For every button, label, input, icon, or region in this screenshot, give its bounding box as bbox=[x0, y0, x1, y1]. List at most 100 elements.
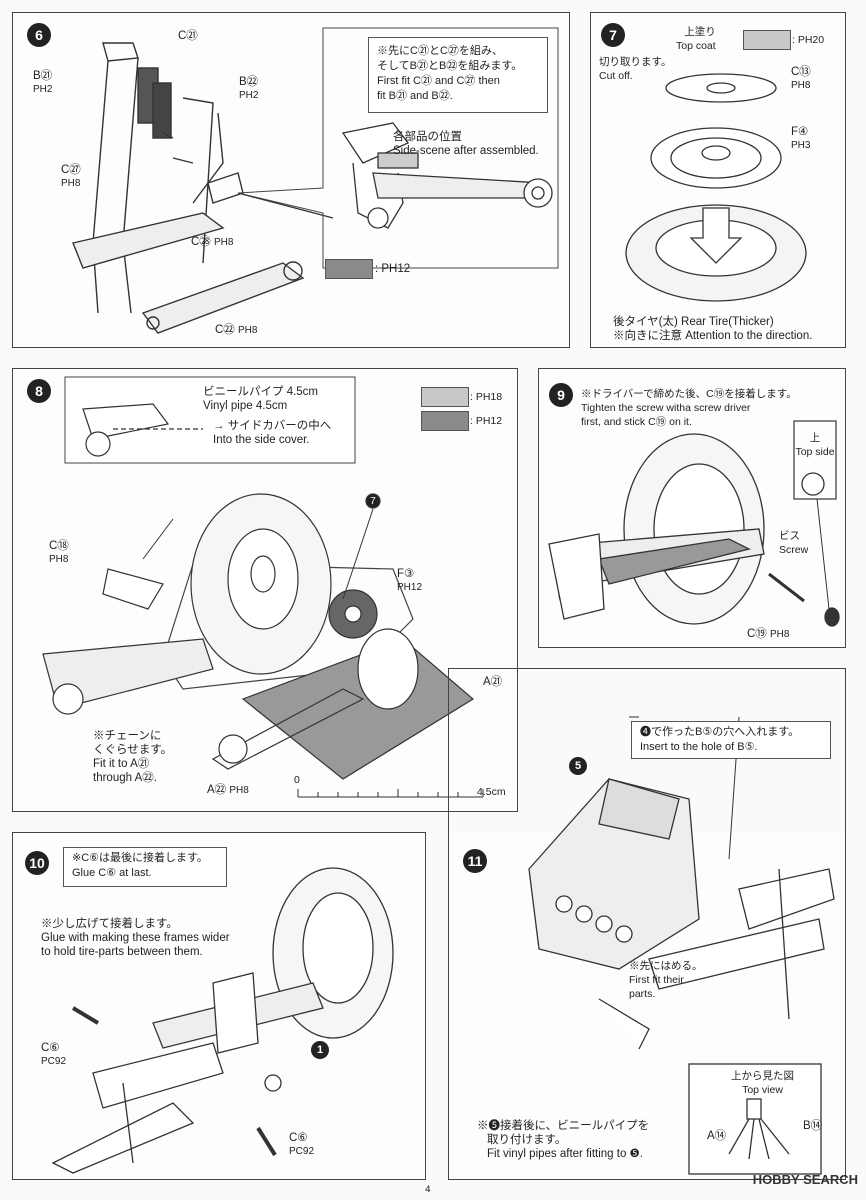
step-number: 6 bbox=[27, 23, 51, 47]
chain-note: ※チェーンに くぐらせます。 Fit it to A㉑ through A㉒. bbox=[93, 729, 172, 785]
caption-en: Side-scene after assembled. bbox=[393, 145, 539, 157]
step-number: 7 bbox=[601, 23, 625, 47]
note-line: ※C⑥は最後に接着します。 bbox=[72, 852, 208, 864]
part: C㉗ bbox=[61, 164, 81, 176]
chain-line: ※チェーンに bbox=[93, 730, 162, 742]
step-8-panel: 8 ビニールパイプ 4.5cm Viny bbox=[12, 368, 518, 812]
part: A㉒ bbox=[207, 784, 227, 796]
label-f3: F③ PH12 bbox=[397, 567, 422, 595]
step-number: 9 bbox=[549, 383, 573, 407]
color-swatch bbox=[325, 259, 373, 279]
chain-line: くぐらせます。 bbox=[93, 744, 173, 756]
part-ref: PH8 bbox=[229, 785, 249, 796]
caption-line: ※向きに注意 Attention to the direction. bbox=[613, 330, 813, 342]
rear-tire-caption: 後タイヤ(太) Rear Tire(Thicker) ※向きに注意 Attent… bbox=[613, 315, 812, 343]
step-9-panel: 9 ※ドライバーで締めた後、C⑲を接着します。 Tighten the scre… bbox=[538, 368, 846, 648]
step-7-panel: 7 上塗り Top coat : PH20 切り取ります。 Cut off. C… bbox=[590, 12, 846, 348]
label-b14: B⑭ bbox=[803, 1120, 823, 1132]
note-line: そしてB㉑とB㉒を組みます。 bbox=[377, 60, 523, 72]
part-ref: PH3 bbox=[791, 140, 811, 151]
step-10-panel: 10 ※C⑥は最後に接着します。 Glue C⑥ at last. ※少し広げて… bbox=[12, 832, 426, 1180]
part-ref: PH2 bbox=[33, 84, 53, 95]
note-line: Tighten the screw witha screw driver bbox=[581, 402, 751, 414]
chain-line: Fit it to A㉑ bbox=[93, 758, 150, 770]
topview-jp: 上から見た図 bbox=[731, 1070, 794, 1082]
part: C⑲ bbox=[747, 628, 767, 640]
top-view-label: 上から見た図 Top view bbox=[731, 1069, 794, 1097]
caption-jp: 各部品の位置 bbox=[393, 131, 462, 143]
side-en: Into the side cover. bbox=[213, 434, 310, 446]
step-number: 10 bbox=[25, 851, 49, 875]
screw-jp: ビス bbox=[779, 530, 800, 542]
label-c21: C㉑ bbox=[178, 30, 198, 42]
pipe-en: Vinyl pipe 4.5cm bbox=[203, 400, 288, 412]
vinyl-pipe-note: ※❺接着後に、ビニールパイプを 取り付けます。 Fit vinyl pipes … bbox=[477, 1119, 649, 1161]
part: B㉑ bbox=[33, 70, 53, 82]
ref-step-1: 1 bbox=[311, 1041, 329, 1059]
note-line: ※先にはめる。 bbox=[629, 960, 703, 972]
label-a14: A⑭ bbox=[707, 1130, 727, 1142]
note-line: 取り付けます。 bbox=[487, 1134, 567, 1146]
swatch-ref-1: : PH18 bbox=[470, 391, 503, 403]
cut-jp: 切り取ります。 bbox=[599, 56, 672, 68]
topview-en: Top view bbox=[742, 1084, 783, 1096]
ruler-start: 0 bbox=[294, 774, 300, 786]
step-9-drawing bbox=[548, 420, 840, 627]
topcoat-ref: : PH20 bbox=[792, 34, 825, 46]
note-line: fit B㉑ and B㉒. bbox=[377, 90, 453, 102]
part: C㉒ bbox=[215, 324, 235, 336]
step-10-note: ※C⑥は最後に接着します。 Glue C⑥ at last. bbox=[63, 847, 227, 887]
ref-step-7: 7 bbox=[370, 495, 376, 507]
part-ref: PH2 bbox=[239, 90, 259, 101]
note-line: ※少し広げて接着します。 bbox=[41, 918, 178, 930]
side-view-caption: 各部品の位置 Side-scene after assembled. bbox=[393, 130, 539, 158]
part: F③ bbox=[397, 568, 415, 580]
step-10-drawing bbox=[51, 867, 394, 1174]
part-ref: PC92 bbox=[41, 1056, 67, 1067]
part-ref: PC92 bbox=[289, 1146, 315, 1157]
note-line: Glue C⑥ at last. bbox=[72, 867, 152, 879]
step-number: 11 bbox=[463, 849, 487, 873]
label-c28: C㉘ PH8 bbox=[191, 235, 233, 250]
part: C⑥ bbox=[41, 1042, 60, 1054]
note-line: ※❺接着後に、ビニールパイプを bbox=[477, 1120, 650, 1132]
step-9-note: ※ドライバーで締めた後、C⑲を接着します。 Tighten the screw … bbox=[581, 387, 797, 429]
note-line: to hold tire-parts between them. bbox=[41, 946, 203, 958]
part: F④ bbox=[791, 126, 809, 138]
ruler-end: 4.5cm bbox=[477, 786, 506, 798]
cut-en: Cut off. bbox=[599, 70, 633, 82]
topcoat-swatch bbox=[743, 30, 791, 50]
note-line: Insert to the hole of B⑤. bbox=[640, 741, 758, 753]
part-ref: PH8 bbox=[770, 629, 790, 640]
screw-en: Screw bbox=[779, 544, 809, 556]
note-line: Glue with making these frames wider bbox=[41, 932, 230, 944]
step-8-drawing bbox=[42, 376, 484, 798]
step-11-note: ❹で作ったB⑤の穴へ入れます。 Insert to the hole of B⑤… bbox=[631, 721, 831, 759]
topcoat-en: Top coat bbox=[676, 40, 716, 52]
frame-wider-note: ※少し広げて接着します。 Glue with making these fram… bbox=[41, 917, 230, 959]
page-number: 4 bbox=[425, 1185, 431, 1195]
top-side-label: 上 Top side bbox=[787, 431, 843, 459]
color-swatch-light bbox=[421, 387, 469, 407]
part: C㉘ bbox=[191, 236, 211, 248]
top-jp: 上 bbox=[809, 432, 821, 444]
note-line: ❹で作ったB⑤の穴へ入れます。 bbox=[640, 726, 800, 738]
part-ref: PH12 bbox=[397, 582, 423, 593]
step-11-outline: 11 ❹で作ったB⑤の穴へ入れます。 Insert to the hole of… bbox=[448, 668, 846, 1180]
step-7-drawing bbox=[625, 73, 807, 302]
topcoat-label: 上塗り Top coat bbox=[676, 25, 716, 53]
chain-line: through A㉒. bbox=[93, 772, 157, 784]
label-f4: F④ PH3 bbox=[791, 125, 810, 153]
label-a22: A㉒ PH8 bbox=[207, 783, 249, 798]
note-line: ※先にC㉑とC㉗を組み、 bbox=[377, 45, 503, 57]
note-line: First fit C㉑ and C㉗ then bbox=[377, 75, 500, 87]
vinyl-pipe-label: ビニールパイプ 4.5cm Vinyl pipe 4.5cm bbox=[203, 385, 318, 413]
swatch-ref-2: : PH12 bbox=[470, 415, 503, 427]
part: C⑬ bbox=[791, 66, 811, 78]
screw-label: ビス Screw bbox=[779, 529, 808, 557]
